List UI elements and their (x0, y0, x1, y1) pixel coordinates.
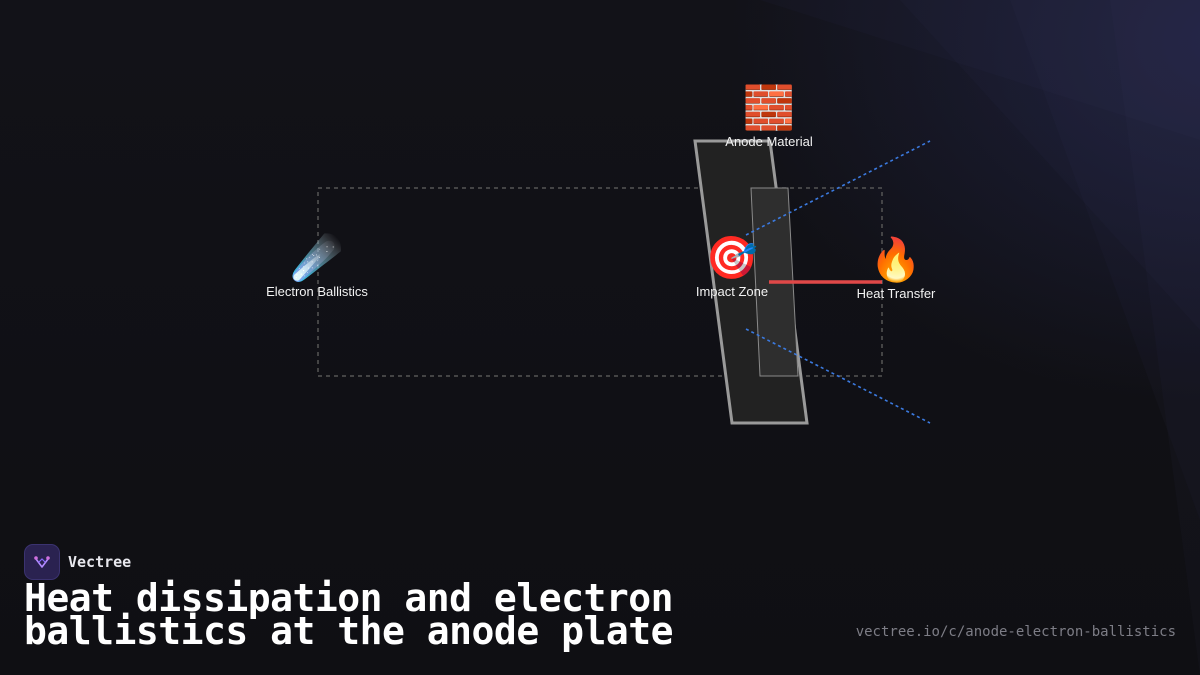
source-url[interactable]: vectree.io/c/anode-electron-ballistics (855, 624, 1176, 640)
target-icon: 🎯 (705, 233, 759, 282)
beam-upper-line (745, 140, 931, 236)
fire-icon: 🔥 (869, 235, 923, 284)
brand-name: Vectree (68, 553, 132, 571)
electron-ballistics-label: Electron Ballistics (266, 284, 368, 299)
heat-transfer-node: 🔥 Heat Transfer (856, 235, 936, 302)
vectree-logo-icon (24, 544, 60, 580)
impact-zone-label: Impact Zone (695, 284, 769, 299)
anode-material-label: Anode Material (725, 134, 813, 149)
brand: Vectree (24, 544, 131, 580)
anode-material-node: 🧱 Anode Material (725, 83, 813, 150)
brick-icon: 🧱 (742, 83, 796, 132)
page-title: Heat dissipation and electron ballistics… (24, 576, 673, 653)
heat-transfer-label: Heat Transfer (856, 286, 936, 301)
electron-ballistics-node: ☄️ Electron Ballistics (266, 233, 368, 300)
beam-lower-line (745, 328, 931, 424)
comet-icon: ☄️ (290, 233, 344, 282)
impact-zone-node: 🎯 Impact Zone (695, 233, 769, 300)
